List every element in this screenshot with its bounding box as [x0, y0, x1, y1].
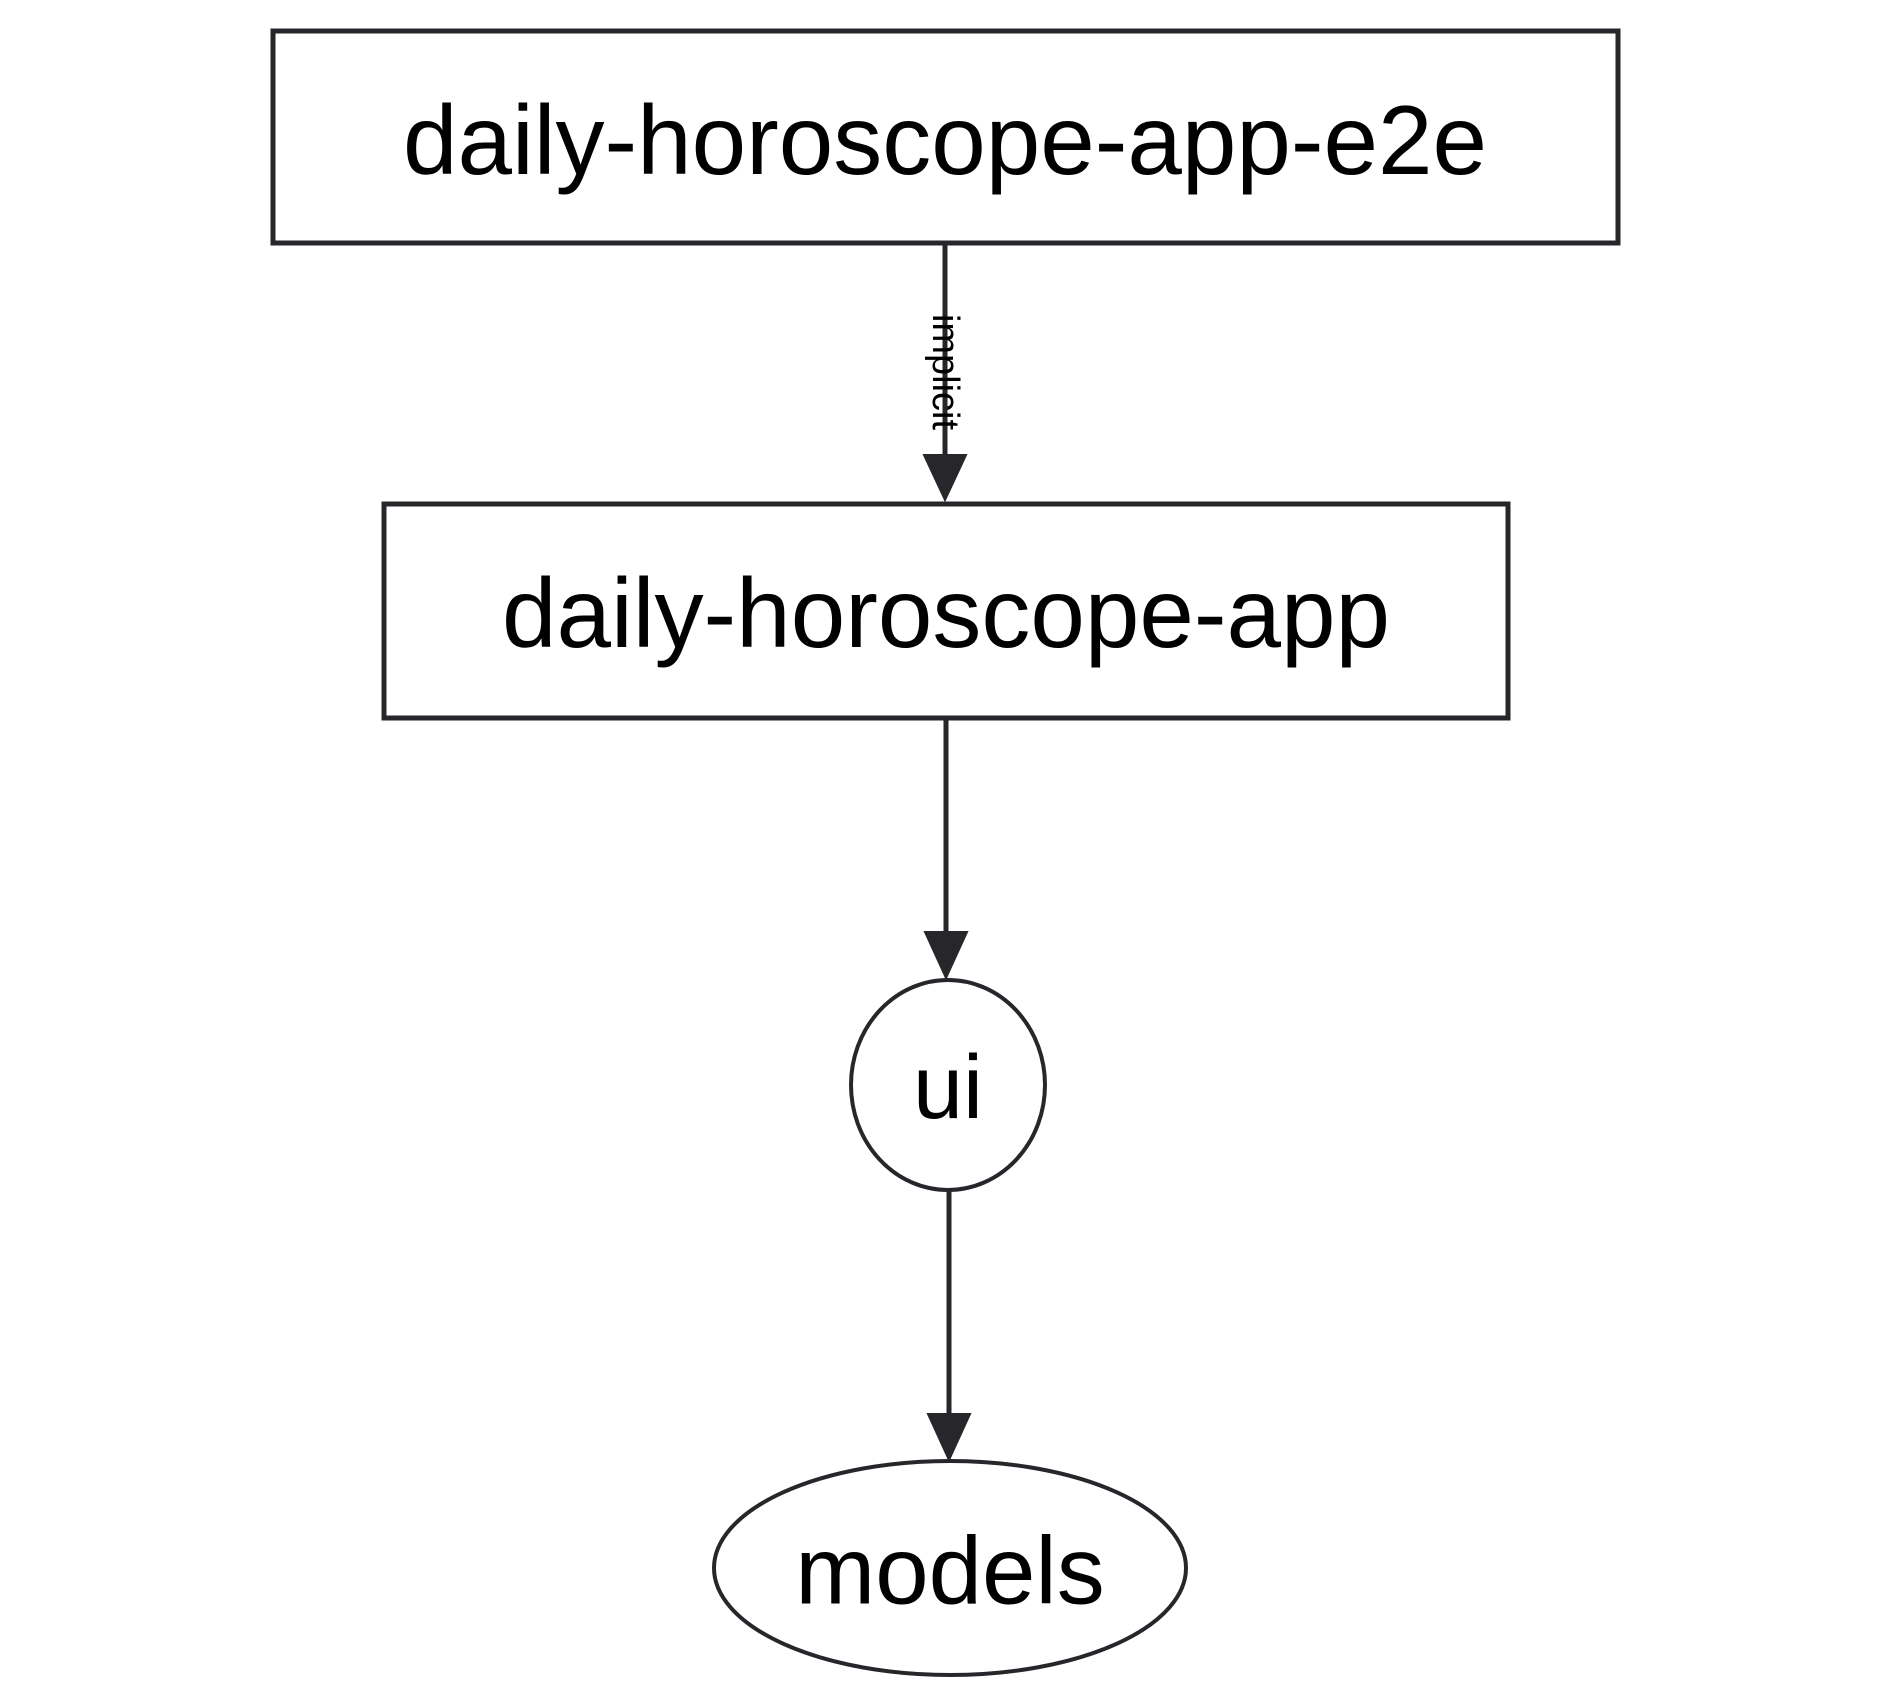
- node-daily-horoscope-app-e2e[interactable]: daily-horoscope-app-e2e: [270, 28, 1621, 246]
- node-daily-horoscope-app[interactable]: daily-horoscope-app: [381, 501, 1511, 721]
- edge-implicit[interactable]: implicit: [922, 243, 968, 503]
- edge-implicit-label: implicit: [924, 314, 966, 431]
- node-ui-label: ui: [913, 1038, 983, 1138]
- node-models[interactable]: models: [712, 1459, 1188, 1677]
- node-models-shape: [712, 1459, 1188, 1677]
- node-daily-horoscope-app-e2e-label: daily-horoscope-app-e2e: [403, 85, 1487, 195]
- edge-implicit-arrowhead: [922, 454, 968, 503]
- node-daily-horoscope-app-e2e-shape: [270, 28, 1621, 246]
- edge-ui-to-models-arrowhead: [926, 1413, 972, 1463]
- node-ui[interactable]: ui: [849, 978, 1047, 1192]
- edge-ui-to-models[interactable]: [926, 1190, 972, 1463]
- node-daily-horoscope-app-shape: [381, 501, 1511, 721]
- node-daily-horoscope-app-label: daily-horoscope-app: [502, 558, 1390, 668]
- node-models-label: models: [795, 1518, 1104, 1625]
- node-ui-shape: [849, 978, 1047, 1192]
- edge-app-to-ui-arrowhead: [923, 931, 969, 981]
- edge-app-to-ui[interactable]: [923, 718, 969, 981]
